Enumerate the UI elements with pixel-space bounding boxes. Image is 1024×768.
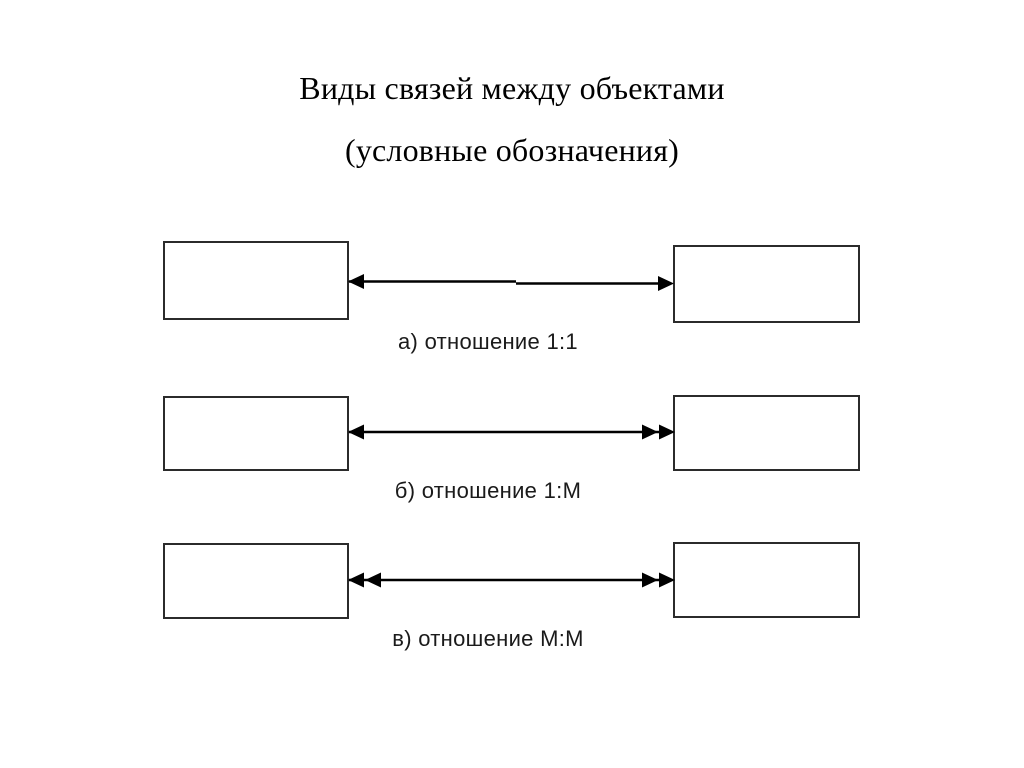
row-caption-1-1: а) отношение 1:1	[0, 329, 1024, 355]
row-caption-1-1-text: а) отношение 1:1	[398, 329, 578, 354]
arrowhead-right-2	[659, 424, 675, 440]
row-caption-1-m: б) отношение 1:M	[0, 478, 1024, 504]
relationship-connector-1-m	[348, 424, 675, 440]
arrowhead-right-1	[642, 424, 658, 440]
arrowhead-left-1	[348, 424, 364, 440]
arrowhead-left-1	[348, 572, 364, 588]
arrowhead-left-2	[365, 572, 381, 588]
entity-box-left[interactable]	[163, 543, 349, 619]
title-line-2: (условные обозначения)	[344, 132, 680, 168]
entity-box-right[interactable]	[673, 542, 860, 618]
arrowhead-right-2	[659, 572, 675, 588]
entity-box-left[interactable]	[163, 241, 349, 320]
arrowhead-right-1	[642, 572, 658, 588]
title-line-1: Виды связей между объектами	[299, 70, 725, 106]
row-caption-m-m: в) отношение M:M	[0, 626, 1024, 652]
entity-box-left[interactable]	[163, 396, 349, 471]
row-caption-1-m-text: б) отношение 1:M	[394, 478, 582, 503]
relationship-connector-m-m	[348, 572, 675, 588]
page-title: Виды связей между объектами (условные об…	[0, 72, 1024, 166]
entity-box-right[interactable]	[673, 395, 860, 471]
arrowhead-left-1	[348, 274, 364, 289]
entity-box-right[interactable]	[673, 245, 860, 323]
row-caption-m-m-text: в) отношение M:M	[392, 626, 584, 651]
relationship-connector-1-1	[348, 274, 674, 291]
arrowhead-right-1	[658, 276, 674, 291]
